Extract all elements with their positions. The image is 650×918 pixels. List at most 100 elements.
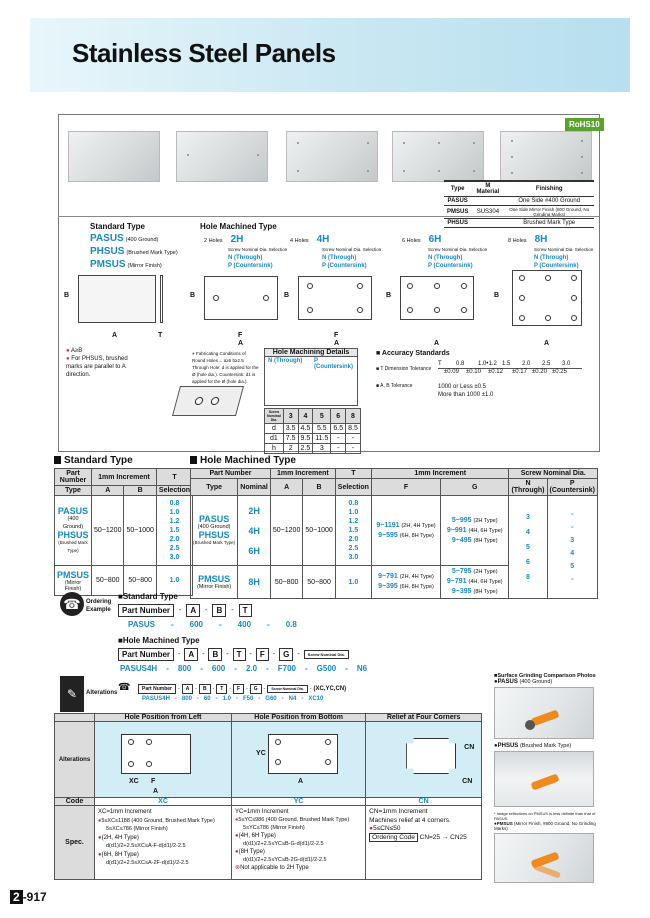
t-option: 1.5 <box>169 527 180 534</box>
pn-box: T <box>238 604 252 617</box>
type-code: PHSUS <box>198 529 230 540</box>
hole-icon <box>519 275 525 281</box>
t-option: 1.5 <box>348 527 359 534</box>
photo-pasus-sub: (400 Ground) <box>519 679 553 685</box>
hole-icon <box>434 307 440 313</box>
pn-box: A <box>181 684 194 694</box>
hole-icon <box>434 283 440 289</box>
t-val: ±0.25 <box>552 369 567 375</box>
p-option: P (Countersink) <box>322 263 367 269</box>
spec-line: CN=1mm Increment <box>369 808 428 815</box>
td: 2.5 <box>297 443 314 454</box>
yc-spec: YC=1mm Increment ●5≤YC≤986 (400 Ground, … <box>231 805 367 880</box>
spec-label: Spec. <box>54 805 95 880</box>
f-range: 9~791 <box>378 573 398 580</box>
th: 1mm Increment <box>269 468 336 479</box>
t-option: 1.0 <box>169 509 180 516</box>
photos-title: Surface Grinding Comparison Photos <box>497 673 596 679</box>
type-desc: (Mirror Finish) <box>197 584 232 590</box>
g-cond: (8H Type) <box>473 537 498 544</box>
pn-box: Screw Nominal Dia. <box>267 685 308 693</box>
through-label: N (Through) <box>268 358 303 364</box>
standard-type-heading: Standard Type <box>90 222 145 231</box>
g-cond: (4H, 6H Type) <box>468 579 503 585</box>
finish-desc: Brushed Mark Type <box>504 218 594 228</box>
th: Selection <box>334 478 372 496</box>
finish-desc: One Side Mirror Finish (800 Ground, No G… <box>504 205 594 219</box>
alt-values: PASUS4H- 800- 60- 1.0- F50- G60- N4- XC1… <box>142 696 324 702</box>
page-number: 2-917 <box>10 890 47 904</box>
pn-box: G <box>249 684 262 694</box>
rohs-badge: RoHS10 <box>565 118 604 131</box>
nominal: 2H <box>248 505 260 516</box>
p-option: P (Countersink) <box>534 263 579 269</box>
photo-pmsus-label: PMSUS <box>496 821 513 826</box>
pn-box: B <box>208 648 223 661</box>
n-dia: 3 <box>526 513 530 521</box>
td: 3.5 <box>282 423 299 434</box>
th: F <box>370 478 442 496</box>
order-std-title: ■Standard Type <box>118 592 178 601</box>
dim-a-2h: A <box>238 340 244 347</box>
hole-icon <box>407 283 413 289</box>
hole-icon <box>193 397 205 405</box>
p-dia: 5 <box>570 563 575 570</box>
spec-line: (4H, 6H Type) <box>238 833 276 839</box>
dim-t: T <box>158 332 163 339</box>
variant-code: 8H <box>534 234 548 245</box>
finish-material <box>471 218 505 228</box>
td: 11.5 <box>312 433 332 444</box>
photo-phsus-sub: (Brushed Mark Type) <box>519 743 572 749</box>
n-option: N (Through) <box>228 255 263 261</box>
ab-line: More than 1000 ±1.0 <box>438 392 494 398</box>
th: A <box>91 485 125 496</box>
spec-line: CN=25 → CN25 <box>419 833 467 841</box>
standard-notes: ● A≥B ● For PHSUS, brushed marks are par… <box>66 348 128 378</box>
alt-phone-icon: ☎ <box>118 682 131 693</box>
spec-line: d(d1)/2+2.5≤YC≤B-2G-d(d1)/2-2.5 <box>243 857 327 863</box>
order-hm-boxes: Part Number- A- B- T- F- G- Screw Nomina… <box>118 648 349 661</box>
spec-line: Machines relief at 4 corners. <box>369 816 451 824</box>
variant-label: 2 Holes <box>204 238 223 244</box>
order-val: PASUS <box>128 620 155 629</box>
type-desc: (Mirror Finish) <box>64 579 82 592</box>
g-range: 9~791 <box>446 578 467 585</box>
note-phsus: For PHSUS, brushed marks are parallel to… <box>66 356 128 378</box>
td: d1 <box>264 433 284 444</box>
spec-line: d(d1)/2+2.5≤XC≤A-F-d(d1)/2-2.5 <box>106 843 186 849</box>
spec-line: 5≤YC≤986 (400 Ground, Brushed Mark Type) <box>238 817 350 823</box>
t-tolerance-label: T Dimension Tolerance <box>380 366 432 372</box>
t-val: ±0.09 <box>444 369 459 375</box>
g-range: 9~991 <box>446 526 467 534</box>
spec-line: XC=1mm Increment <box>98 809 152 815</box>
phone-icon: ☎ <box>60 592 84 616</box>
td: 4.5 <box>297 423 314 434</box>
spec-line: d(d1)/2+2.5≤YC≤B-G-d(d1)/2-2.5 <box>243 841 324 847</box>
finish-desc: One Side #400 Ground <box>504 196 594 206</box>
variant-label: 4 Holes <box>290 238 309 244</box>
photo-pmsus-sub: (Mirror Finish, #800 Ground, No Grinding… <box>494 821 596 831</box>
photo-note: Image reflections on PMSUS is less defin… <box>494 811 596 821</box>
alt-val: F50 <box>242 696 254 702</box>
t-val: ±0.17 <box>512 369 527 375</box>
type-code: PASUS <box>57 505 89 516</box>
alt-val: 1.0 <box>222 696 231 702</box>
photo-pmsus <box>494 833 594 883</box>
order-val: G500 <box>316 664 337 673</box>
dim-a-8h: A <box>544 340 550 347</box>
type-code: PASUS <box>198 513 230 524</box>
g-cond: (2H Type) <box>473 569 498 575</box>
p-dia: 3 <box>570 537 575 544</box>
spec-line: (8H Type) <box>238 849 265 855</box>
hm-table-title: Hole Machined Type <box>190 455 296 466</box>
page-title: Stainless Steel Panels <box>72 38 336 68</box>
type-desc: (Mirror Finish) <box>127 263 162 269</box>
spec-line: (6H, 8H Type) <box>101 851 139 858</box>
countersink-label: P (Countersink) <box>314 358 353 370</box>
td: 8.5 <box>345 423 361 434</box>
pn-box: T <box>232 648 246 661</box>
fab-conditions-note: ● Fabricating Conditions of Round Holes→… <box>192 351 259 384</box>
th: G <box>440 478 510 496</box>
variant-code: 4H <box>316 234 330 245</box>
p-option: P (Countersink) <box>428 263 473 269</box>
